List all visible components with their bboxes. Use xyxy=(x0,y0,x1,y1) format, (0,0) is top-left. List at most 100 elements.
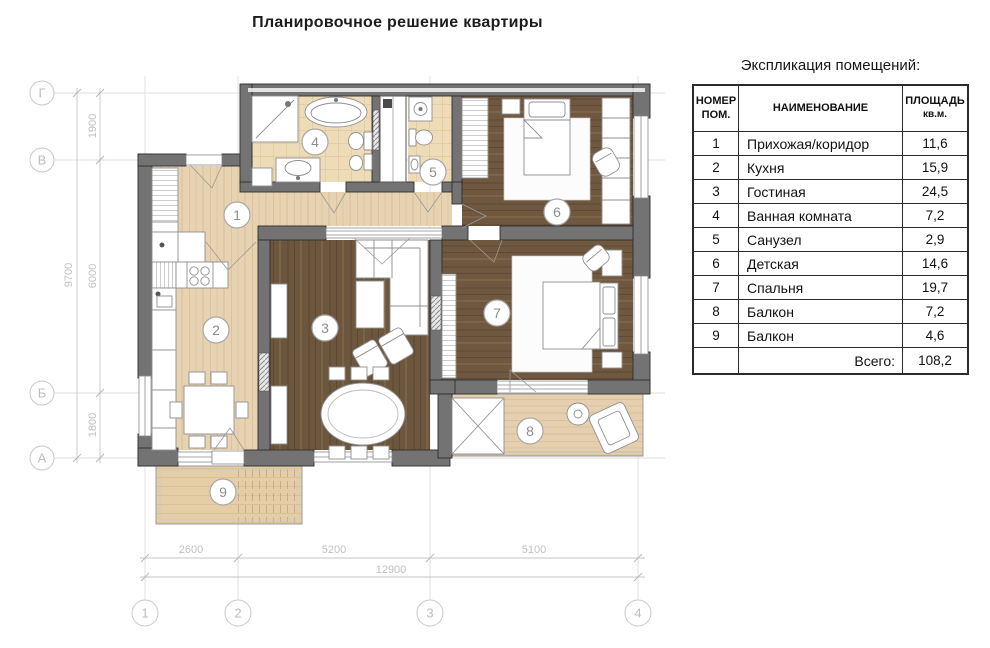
page-title: Планировочное решение квартиры xyxy=(252,14,543,31)
legend-header-area: ПЛОЩАДЬ кв.м. xyxy=(903,86,967,132)
legend-total-value: 108,2 xyxy=(903,348,967,373)
bathtub xyxy=(304,96,368,128)
balcony9-door-leaf xyxy=(213,427,245,451)
room-label-7-text: 7 xyxy=(493,305,501,321)
legend-row-area: 24,5 xyxy=(903,180,967,204)
axis-bubbles: Г В Б А 1 2 3 4 xyxy=(29,80,652,627)
axis-left-v-text: В xyxy=(38,153,47,168)
dim-left-1800: 1800 xyxy=(87,413,99,437)
axis-bottom-4-text: 4 xyxy=(634,606,641,621)
children-chair xyxy=(592,147,620,177)
dim-ticks-bottom xyxy=(140,553,643,582)
dimension-chains xyxy=(72,88,645,582)
children-door-leaf xyxy=(461,203,487,229)
room-number-labels: 1 2 3 4 5 6 7 8 9 xyxy=(202,128,571,506)
legend-row-num: 1 xyxy=(694,132,739,156)
window-kitchen-bottom xyxy=(177,451,213,463)
legend-row-area: 14,6 xyxy=(903,252,967,276)
bedroom-wardrobe xyxy=(441,273,457,379)
legend-row-name: Санузел xyxy=(739,228,903,252)
axis-bottom-3-text: 3 xyxy=(426,606,433,621)
dimension-labels: 1900 6000 1800 9700 2600 5200 5100 12900 xyxy=(63,114,546,576)
children-bed xyxy=(501,98,571,176)
window-children xyxy=(633,115,649,199)
legend-row-name: Гостиная xyxy=(739,180,903,204)
shoe-cabinet xyxy=(251,167,273,187)
legend-row-name: Прихожая/коридор xyxy=(739,132,903,156)
axis-bottom-3: 3 xyxy=(416,599,444,627)
wall-balcony8-left xyxy=(437,393,453,459)
legend-row-num: 6 xyxy=(694,252,739,276)
bidet-bathroom xyxy=(349,153,373,171)
wall-children-left-upper xyxy=(451,181,463,205)
bedroom-door-leaf xyxy=(469,239,503,263)
room-label-1: 1 xyxy=(223,201,251,229)
legend-row-name: Балкон xyxy=(739,300,903,324)
hallway-closet xyxy=(151,231,206,263)
axis-left-a-text: А xyxy=(38,451,47,466)
entry-door-opening xyxy=(185,154,223,166)
room-label-3: 3 xyxy=(311,314,339,342)
kitchen-sink-cabinet xyxy=(151,287,177,311)
wc-sink xyxy=(408,155,421,174)
wall-wc-children-divider xyxy=(451,95,463,183)
axis-bottom-1: 1 xyxy=(131,599,159,627)
legend-row-name: Ванная комната xyxy=(739,204,903,228)
room-label-4-text: 4 xyxy=(311,134,319,150)
dim-bottom-5200: 5200 xyxy=(322,544,346,556)
balcony8-door-window xyxy=(496,380,589,394)
bedroom-chair xyxy=(582,244,610,272)
axis-bottom-1-text: 1 xyxy=(141,606,148,621)
legend-row-area: 7,2 xyxy=(903,204,967,228)
wall-right-pier2 xyxy=(632,195,651,279)
room-label-5-text: 5 xyxy=(429,164,437,180)
window-kitchen-left xyxy=(138,375,152,437)
dim-bottom-total-12900: 12900 xyxy=(376,564,407,576)
toilet-wc xyxy=(408,128,433,147)
wall-bedroom-top-left xyxy=(441,225,469,241)
balcony8-storage-box xyxy=(451,397,505,455)
legend-row-name: Кухня xyxy=(739,156,903,180)
legend-row-area: 11,6 xyxy=(903,132,967,156)
tv-console-upper xyxy=(270,283,288,339)
legend-row-num: 3 xyxy=(694,180,739,204)
wall-bathroom-left xyxy=(239,83,253,185)
wall-left-upper xyxy=(137,153,153,379)
room-label-9-text: 9 xyxy=(219,484,227,500)
door-leaves xyxy=(189,164,537,451)
kitchen-counter xyxy=(151,261,229,289)
legend-header-number: НОМЕР ПОМ. xyxy=(694,86,739,132)
hatched-partitions xyxy=(258,109,442,392)
room-label-8-text: 8 xyxy=(526,423,534,439)
axis-bottom-4: 4 xyxy=(624,599,652,627)
wall-kitchen-bottom xyxy=(243,449,315,467)
legend-row-num: 2 xyxy=(694,156,739,180)
living-door-leaf xyxy=(353,237,411,265)
dim-left-1900: 1900 xyxy=(87,114,99,138)
dim-left-6000: 6000 xyxy=(87,264,99,288)
room-label-3-text: 3 xyxy=(321,320,329,336)
balcony8-round-table xyxy=(566,402,590,426)
balcony8-armchair xyxy=(589,402,639,454)
wall-bedroom-bottom-right xyxy=(587,379,651,395)
wall-kitchen-bottom-corner xyxy=(137,447,179,467)
legend-row-name: Балкон xyxy=(739,324,903,348)
legend-row-name: Спальня xyxy=(739,276,903,300)
axis-left-b: Б xyxy=(29,380,55,406)
wall-entry-left xyxy=(137,153,187,167)
legend-table: НОМЕР ПОМ. НАИМЕНОВАНИЕ ПЛОЩАДЬ кв.м. 1 … xyxy=(692,84,969,375)
legend-row-area: 19,7 xyxy=(903,276,967,300)
legend-title: Экспликация помещений: xyxy=(740,57,921,74)
legend-total-empty xyxy=(694,348,739,373)
legend-row-area: 7,2 xyxy=(903,300,967,324)
legend-row-num: 9 xyxy=(694,324,739,348)
axis-left-v: В xyxy=(29,147,55,173)
kitchen-dining-table xyxy=(169,371,249,449)
hallway-wardrobe xyxy=(151,167,179,233)
header-number-line2: ПОМ. xyxy=(701,108,731,121)
axis-left-g-text: Г xyxy=(38,86,45,101)
header-name-text: НАИМЕНОВАНИЕ xyxy=(772,101,869,114)
dim-ticks-left xyxy=(72,88,105,463)
